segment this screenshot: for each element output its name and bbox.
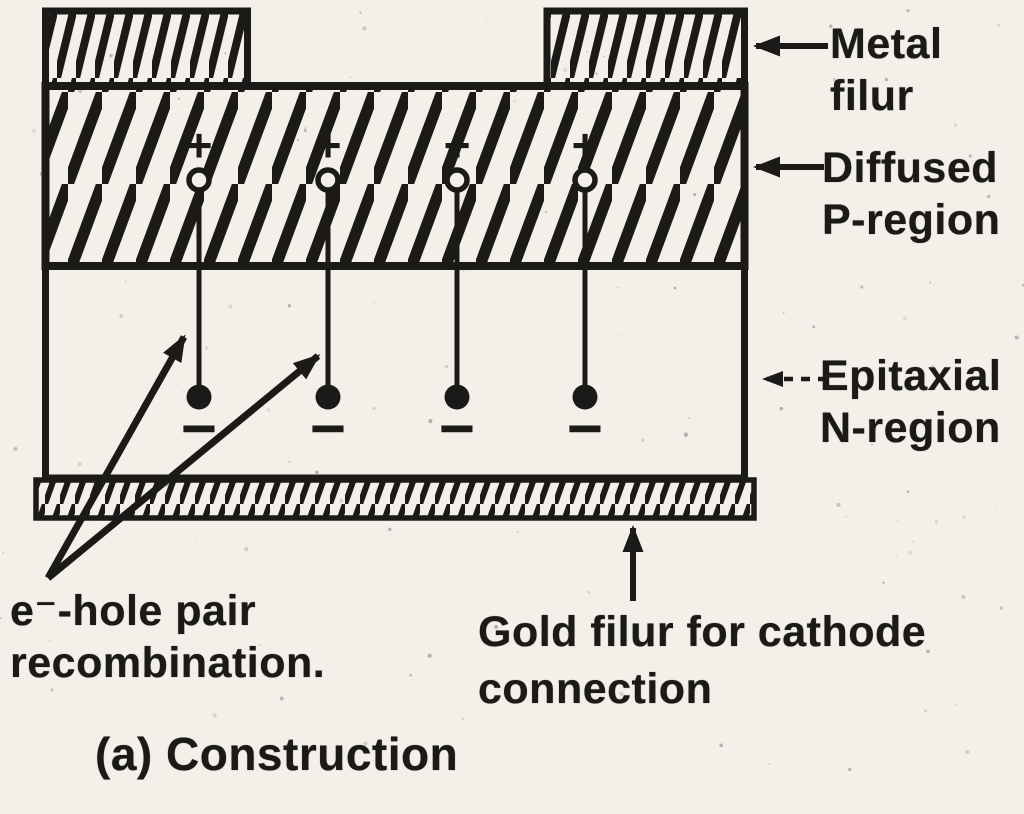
carrier-pair: +−: [310, 119, 346, 464]
metal-film-contact-left: [42, 7, 251, 90]
electron-minus-symbol: −: [567, 395, 603, 464]
electron-minus-symbol: −: [310, 395, 346, 464]
carrier-pair: +−: [567, 119, 603, 464]
electron-minus-symbol: −: [439, 395, 475, 464]
hole-circle: [444, 167, 470, 193]
electron-dot: [186, 384, 212, 410]
hole-circle: [315, 167, 341, 193]
metal-film-contact-right: [543, 7, 748, 90]
hole-circle: [572, 167, 598, 193]
recombination-label: e⁻-hole pair recombination.: [10, 587, 326, 687]
epitaxial-n-region: [42, 262, 748, 482]
electron-dot: [572, 384, 598, 410]
hole-plus-symbol: +: [315, 119, 342, 171]
epitaxial-n-label: Epitaxial N-region: [820, 352, 1002, 452]
carrier-pair: +−: [181, 119, 217, 464]
recombination-arrow-1: [44, 334, 188, 580]
figure-caption: (a) Construction: [95, 728, 459, 780]
recombination-arrow-2: [45, 353, 321, 581]
carrier-pair: +−: [439, 119, 475, 464]
hole-plus-symbol: +: [444, 119, 471, 171]
hole-circle: [186, 167, 212, 193]
device-cross-section: [33, 7, 757, 521]
noise-speckles: [0, 8, 1024, 772]
diffused-p-label: Diffused P-region: [822, 144, 1001, 244]
diffused-p-region: [41, 82, 749, 270]
electron-dot: [444, 384, 470, 410]
annotation-arrows: [44, 35, 828, 601]
metal-film-label: Metal filur: [830, 20, 943, 120]
hole-plus-symbol: +: [186, 119, 213, 171]
hole-plus-symbol: +: [572, 119, 599, 171]
electron-dot: [315, 384, 341, 410]
carrier-pairs: +−+−+−+−: [181, 119, 603, 464]
gold-cathode-label: Gold filur for cathode connection: [478, 608, 927, 713]
